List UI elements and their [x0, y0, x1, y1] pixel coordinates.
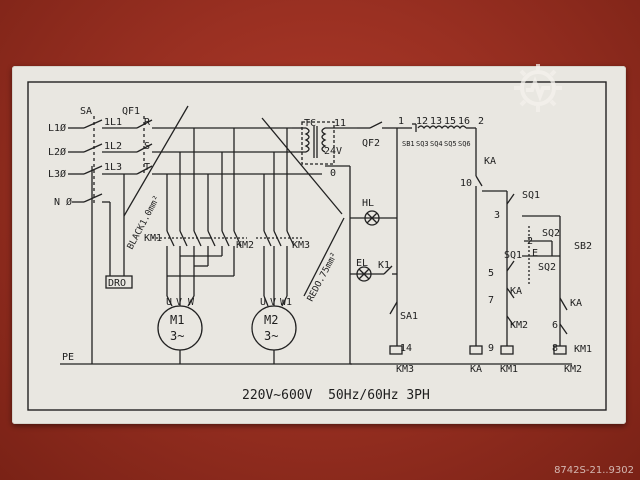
node-12: 12	[416, 116, 428, 127]
sq5-label: SQ5	[444, 140, 457, 148]
r-label: R	[144, 117, 151, 128]
s-label: S	[144, 141, 150, 152]
1l2-label: 1L2	[104, 141, 122, 152]
ka-mid-label: KA	[510, 286, 522, 297]
node-10: 10	[460, 178, 472, 189]
n0-label: 0	[330, 168, 336, 179]
ka-coil-label: KA	[470, 364, 482, 375]
motor1-name: M1	[170, 313, 184, 327]
km1-right-label: KM1	[574, 344, 592, 355]
sa1-label: SA1	[400, 311, 418, 322]
l1-label: L1Ø	[48, 122, 66, 134]
hl-label: HL	[362, 198, 374, 209]
motor1-v-label: V	[176, 297, 182, 308]
tc-label: TC	[304, 118, 316, 129]
node-2b: 2	[527, 236, 533, 247]
l2-label: L2Ø	[48, 146, 66, 158]
sq6-label: SQ6	[458, 140, 471, 148]
1l1-label: 1L1	[104, 117, 122, 128]
node-2: 2	[478, 116, 484, 127]
ka-right-label: KA	[570, 298, 582, 309]
km2-label: KM2	[236, 240, 254, 251]
qf2-label: QF2	[362, 138, 380, 149]
sa-label: SA	[80, 106, 92, 117]
motor2-v-label: V	[270, 297, 276, 308]
motor2-u-label: U	[260, 297, 266, 308]
sb2-label: SB2	[574, 241, 592, 252]
motor2-w-label: W1	[280, 297, 292, 308]
wiring-diagram-plate: SA QF1 L1Ø L2Ø L3Ø N Ø 1L1 1L2 1L3 R S T…	[12, 66, 626, 424]
n-label: N Ø	[54, 196, 72, 208]
km1-label: KM1	[144, 233, 162, 244]
km2-coil-label: KM2	[564, 364, 582, 375]
sq1-label: SQ1	[522, 190, 540, 201]
rating-text: 220V~600V 50Hz/60Hz 3PH	[242, 388, 430, 403]
k1-label: K1	[378, 260, 390, 271]
motor1-phase: 3~	[170, 329, 184, 343]
qf1-label: QF1	[122, 106, 140, 117]
gear-watermark-icon	[514, 64, 562, 112]
node-15: 15	[444, 116, 456, 127]
n14-label: 14	[400, 343, 412, 354]
node-6: 6	[552, 320, 558, 331]
node-7: 7	[488, 295, 494, 306]
e-mark: E	[532, 248, 538, 259]
l3-label: L3Ø	[48, 168, 66, 180]
motor1-w-label: W	[188, 297, 195, 308]
sq4-label: SQ4	[430, 140, 443, 148]
24v-label: 24V	[324, 146, 342, 157]
sq2a-label: SQ2	[542, 228, 560, 239]
1l3-label: 1L3	[104, 162, 122, 173]
sq3-label: SQ3	[416, 140, 429, 148]
motor1-u-label: U	[166, 297, 172, 308]
watermark-id: 8742S-21..9302	[554, 465, 634, 476]
schematic: SA QF1 L1Ø L2Ø L3Ø N Ø 1L1 1L2 1L3 R S T…	[27, 81, 607, 411]
motor2-phase: 3~	[264, 329, 278, 343]
km1-coil-label: KM1	[500, 364, 518, 375]
motor2-name: M2	[264, 313, 278, 327]
sq1b-label: SQ1	[504, 250, 522, 261]
node-1: 1	[398, 116, 404, 127]
sq2b-label: SQ2	[538, 262, 556, 273]
node-8: 8	[552, 343, 558, 354]
ka-top-label: KA	[484, 156, 496, 167]
t-label: T	[144, 162, 150, 173]
km3-coil-label: KM3	[396, 364, 414, 375]
sb1-label: SB1	[402, 140, 415, 148]
el-label: EL	[356, 258, 368, 269]
pe-label: PE	[62, 352, 74, 363]
node-3: 3	[494, 210, 500, 221]
diagram-border	[27, 81, 607, 411]
km2-mid-label: KM2	[510, 320, 528, 331]
dro-label: DRO	[108, 278, 126, 289]
node-9: 9	[488, 343, 494, 354]
node-16: 16	[458, 116, 470, 127]
n11-label: 11	[334, 118, 346, 129]
node-13: 13	[430, 116, 442, 127]
km3-label: KM3	[292, 240, 310, 251]
node-5: 5	[488, 268, 494, 279]
